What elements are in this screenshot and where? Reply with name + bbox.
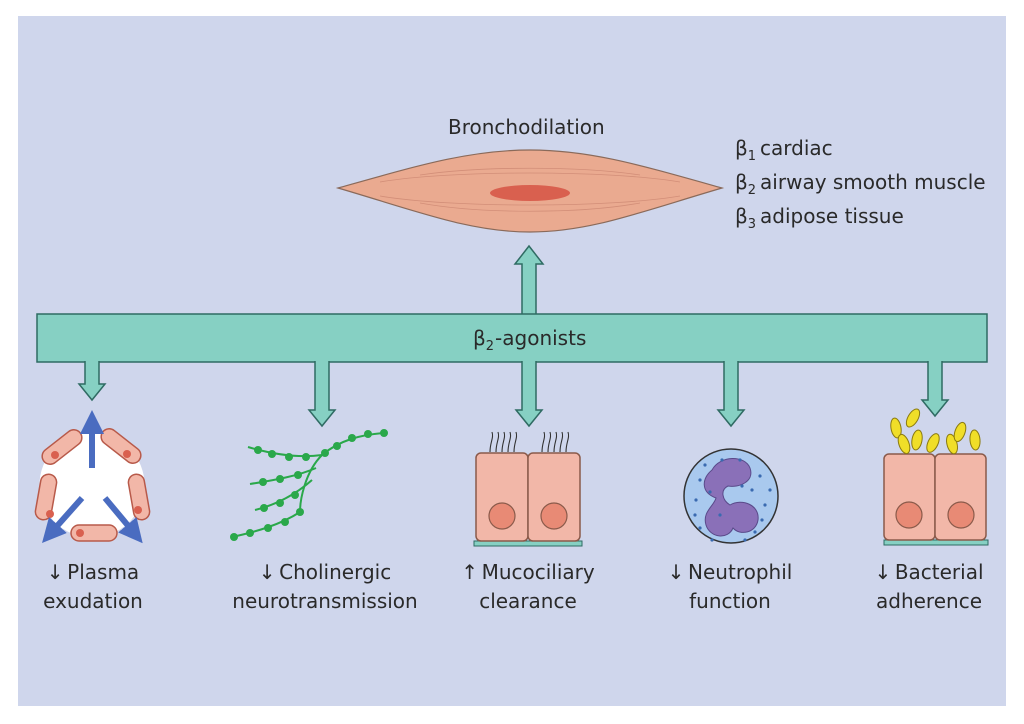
down-arrow-icon: [920, 361, 950, 418]
agonist-bar: [36, 313, 988, 363]
effect-label-neutrophil: ↓ Neutrophil function: [667, 560, 793, 613]
effect-label-bacterial: ↓ Bacterial adherence: [874, 560, 984, 613]
bacteria: [890, 408, 981, 455]
effect-label-plasma: ↓ Plasma exudation: [43, 560, 143, 613]
blood-vessel-icon: [34, 410, 151, 544]
up-arrow-icon: [513, 244, 545, 314]
diagram-title: Bronchodilation: [448, 115, 605, 139]
neutrophil-icon: [683, 448, 779, 544]
smooth-muscle-cell: [335, 149, 725, 233]
bacterial-epithelium-icon: [883, 408, 989, 546]
down-arrows: [77, 361, 950, 428]
down-arrow-icon: [77, 361, 107, 402]
ciliated-epithelium-icon: [473, 431, 583, 547]
agonist-label: β2-agonists: [473, 326, 587, 354]
muscle-nucleus: [490, 185, 570, 201]
down-arrow-icon: [716, 361, 746, 428]
effect-label-cholinergic: ↓ Cholinergic neurotransmission: [232, 560, 418, 613]
effect-label-mucociliary: ↑ Mucociliary clearance: [461, 560, 595, 613]
down-arrow-icon: [307, 361, 337, 428]
nerve-varicosities: [230, 429, 388, 541]
down-arrow-icon: [514, 361, 544, 428]
